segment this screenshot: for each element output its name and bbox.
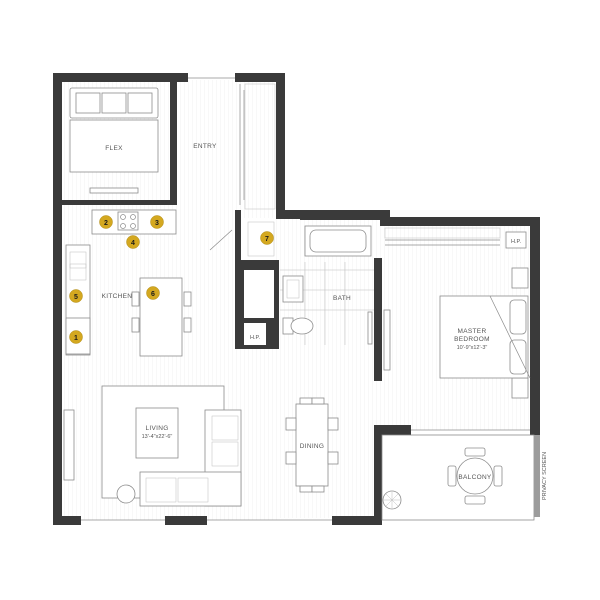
svg-text:4: 4 — [131, 240, 135, 247]
dining-area: DINING — [285, 397, 339, 493]
svg-text:5: 5 — [74, 294, 78, 301]
balcony-label: BALCONY — [458, 474, 492, 481]
marker-5: 5 — [69, 289, 83, 303]
living-area: LIVING 13'-4"x22'-6" — [63, 385, 242, 507]
kitchen-label: KITCHEN — [102, 293, 133, 300]
entry-label: ENTRY — [193, 143, 217, 150]
balcony-area: BALCONY PRIVACY SCREEN — [381, 434, 548, 521]
marker-2: 2 — [99, 215, 113, 229]
marker-3: 3 — [150, 215, 164, 229]
svg-text:6: 6 — [151, 291, 155, 298]
marker-7: 7 — [260, 231, 274, 245]
master-bedroom-label-2: BEDROOM — [454, 336, 490, 343]
entry-area: ENTRY — [188, 77, 276, 251]
bath-label: BATH — [333, 295, 351, 302]
bath-area: BATH — [280, 220, 374, 350]
living-dims: 13'-4"x22'-6" — [142, 434, 173, 440]
windows — [81, 429, 530, 521]
marker-4: 4 — [126, 235, 140, 249]
dining-label: DINING — [300, 443, 325, 450]
svg-text:3: 3 — [155, 220, 159, 227]
flex-room: FLEX — [62, 82, 170, 200]
plant-icon — [382, 490, 402, 510]
privacy-screen-label: PRIVACY SCREEN — [542, 452, 548, 500]
marker-1: 1 — [69, 330, 83, 344]
master-bedroom-area: H.P. MASTER BEDROOM 10'-9"x12'-3" — [382, 226, 531, 425]
master-bedroom-dims: 10'-9"x12'-3" — [457, 345, 488, 351]
living-label: LIVING — [145, 425, 168, 432]
marker-6: 6 — [146, 286, 160, 300]
hp-bath-label: H.P. — [250, 335, 260, 341]
hp-bedroom-label: H.P. — [511, 239, 521, 245]
master-bedroom-label-1: MASTER — [458, 328, 487, 335]
svg-text:7: 7 — [265, 236, 269, 243]
svg-text:2: 2 — [104, 220, 108, 227]
flex-label: FLEX — [105, 145, 123, 152]
walls — [53, 73, 540, 525]
privacy-screen — [534, 435, 540, 517]
svg-text:1: 1 — [74, 335, 78, 342]
